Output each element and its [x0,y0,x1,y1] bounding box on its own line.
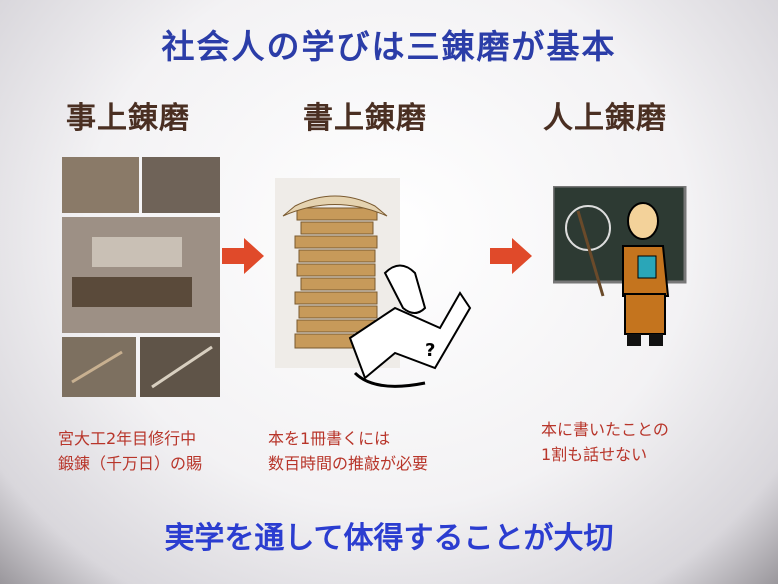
footer-message: 実学を通して体得することが大切 [164,521,614,556]
caption-line: 宮大工2年目修行中 [58,429,197,448]
teacher-at-blackboard [553,186,687,346]
arrow-right-icon [490,238,532,274]
slide-title: 社会人の学びは三錬磨が基本 [161,27,617,66]
carpentry-photo-collage [62,157,220,397]
heading-jinjo: 人上錬磨 [543,101,667,136]
caption-shojo: 本を1冊書くには 数百時間の推敲が必要 [268,426,428,476]
caption-line: 1割も話せない [541,445,648,464]
caption-line: 本を1冊書くには [268,429,391,448]
heading-jijo: 事上錬磨 [66,101,190,136]
book-stack-with-bookworm: ? [275,178,472,388]
caption-line: 数百時間の推敲が必要 [268,454,429,473]
caption-jinjo: 本に書いたことの 1割も話せない [541,417,669,467]
caption-jijo: 宮大工2年目修行中 鍛錬（千万日）の賜 [58,426,202,476]
svg-text:?: ? [425,340,435,361]
caption-line: 鍛錬（千万日）の賜 [58,454,203,473]
heading-shojo: 書上錬磨 [303,101,427,136]
arrow-right-icon [222,238,264,274]
caption-line: 本に書いたことの [541,420,669,439]
